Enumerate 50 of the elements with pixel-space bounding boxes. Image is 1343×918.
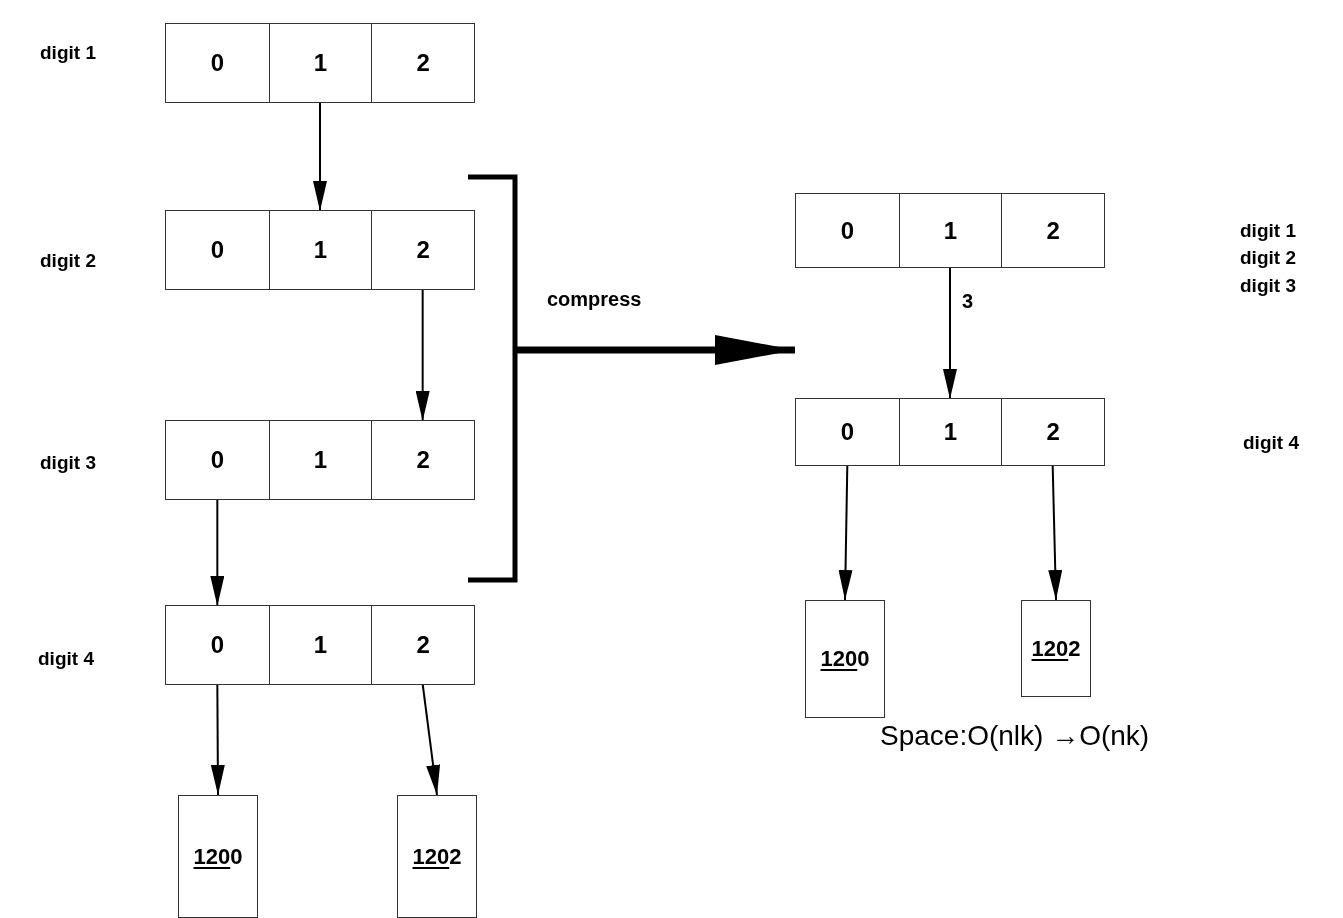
level-label: digit 3 [1240, 275, 1296, 297]
leaf-box [178, 795, 258, 918]
arrow [1048, 464, 1063, 601]
key-value: 1200 [820, 646, 870, 672]
digit-cell: 1 [268, 421, 372, 499]
level-label: digit 1 [40, 42, 96, 64]
arrow [838, 464, 853, 601]
digit-cell: 1 [898, 399, 1002, 465]
digit-cell: 2 [371, 606, 474, 684]
digit-cell: 2 [1001, 399, 1104, 465]
array-row [795, 398, 1105, 466]
leaf-box [1021, 600, 1091, 697]
arrow [210, 683, 225, 796]
array-row [165, 23, 475, 103]
digit-cell: 0 [166, 421, 269, 499]
key-value: 1202 [1031, 635, 1081, 662]
array-row [165, 605, 475, 685]
array-row [165, 210, 475, 290]
leaf-box [397, 795, 477, 918]
array-row [165, 420, 475, 500]
complexity-note: Space:O(nlk) →O(nk) [880, 720, 1150, 752]
arrow [943, 266, 957, 400]
digit-cell: 0 [166, 211, 269, 289]
level-label: digit 4 [38, 648, 94, 670]
digit-cell: 2 [371, 421, 474, 499]
level-label: digit 2 [40, 250, 96, 272]
arrow [210, 498, 225, 607]
array-row [795, 193, 1105, 268]
arrow [415, 288, 430, 422]
arrow [313, 101, 327, 212]
level-label: digit 2 [1240, 247, 1296, 269]
level-label: digit 1 [1240, 220, 1296, 242]
digit-cell: 2 [371, 24, 474, 102]
level-label: digit 3 [40, 452, 96, 474]
digit-cell: 0 [166, 24, 269, 102]
arrow [421, 683, 441, 796]
key-value: 1202 [412, 843, 462, 870]
digit-cell: 1 [268, 606, 372, 684]
digit-cell: 1 [268, 211, 372, 289]
digit-cell: 0 [796, 399, 899, 465]
digit-cell: 0 [166, 606, 269, 684]
digit-cell: 1 [898, 194, 1002, 267]
digit-cell: 2 [1001, 194, 1104, 267]
level-label: digit 4 [1243, 432, 1299, 454]
bracket [468, 174, 518, 583]
digit-cell: 1 [268, 24, 372, 102]
digit-cell: 2 [371, 211, 474, 289]
key-value: 1200 [193, 843, 243, 870]
digit-cell: 0 [796, 194, 899, 267]
leaf-box [805, 600, 885, 718]
